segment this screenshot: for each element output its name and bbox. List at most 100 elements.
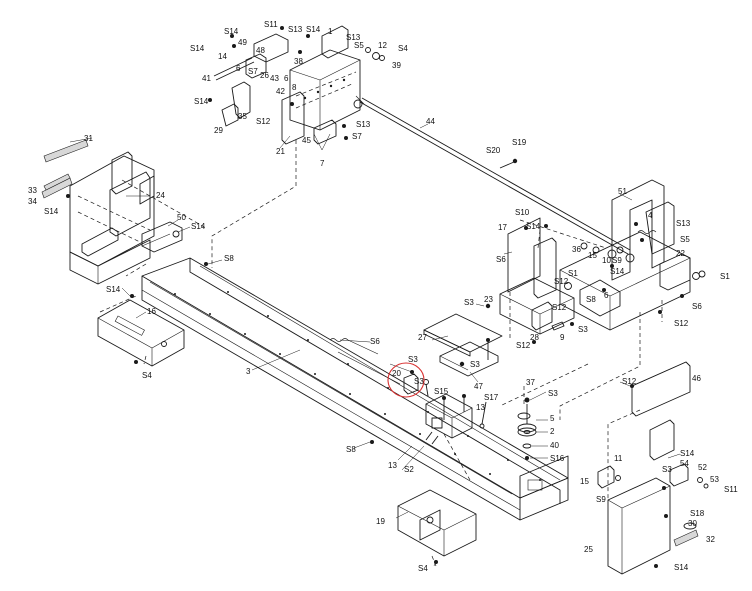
label-S6-r2: S6: [692, 302, 702, 311]
label-S14-t3: S14: [190, 44, 205, 53]
label-1-t: 1: [328, 27, 333, 36]
part-50-bracket: [141, 221, 183, 253]
label-S12-t: S12: [256, 117, 271, 126]
label-15-br: 15: [580, 477, 589, 486]
label-11: 11: [614, 454, 623, 463]
highlight-circle: [387, 362, 425, 398]
label-13b: 13: [388, 461, 397, 470]
label-S1a: S1: [568, 269, 578, 278]
label-S14-t1: S14: [224, 27, 239, 36]
label-28: 28: [530, 333, 539, 342]
callout-labels: 31 33 34 S14 24 50 S14 S8 S14 16 S4 3 S6…: [28, 20, 738, 573]
fastener-dots: [66, 26, 684, 564]
label-S3c: S3: [464, 298, 474, 307]
label-8-t: 8: [292, 83, 297, 92]
label-6-t1: 6: [236, 64, 241, 73]
label-S18: S18: [690, 509, 705, 518]
label-48: 48: [256, 46, 265, 55]
label-S14-mid: S14: [191, 222, 206, 231]
label-9: 9: [560, 333, 565, 342]
label-32: 32: [706, 535, 715, 544]
label-S3e: S3: [548, 389, 558, 398]
label-S14-br1: S14: [680, 449, 695, 458]
label-S12-br: S12: [622, 377, 637, 386]
label-25: 25: [584, 545, 593, 554]
label-27: 27: [418, 333, 427, 342]
label-S3-br: S3: [662, 465, 672, 474]
label-S11-br: S11: [724, 485, 738, 494]
label-S17: S17: [484, 393, 499, 402]
label-12-t: 12: [378, 41, 387, 50]
label-30: 30: [688, 519, 697, 528]
label-26: 26: [260, 71, 269, 80]
label-45: 45: [302, 136, 311, 145]
label-39: 39: [392, 61, 401, 70]
label-21: 21: [276, 147, 285, 156]
label-S14-left: S14: [44, 207, 59, 216]
label-54: 54: [680, 459, 689, 468]
label-33: 33: [28, 186, 37, 195]
label-17: 17: [498, 223, 507, 232]
label-40: 40: [550, 441, 559, 450]
label-37: 37: [526, 378, 535, 387]
label-S8b: S8: [346, 445, 356, 454]
label-7: 7: [320, 159, 325, 168]
label-S13-r: S13: [676, 219, 691, 228]
label-S5-r: S5: [680, 235, 690, 244]
label-34: 34: [28, 197, 37, 206]
label-S13-t3: S13: [356, 120, 371, 129]
label-S14-br2: S14: [674, 563, 689, 572]
part-16-bracket: [97, 299, 185, 367]
label-50: 50: [177, 213, 186, 222]
label-46: 46: [692, 374, 701, 383]
part-19-bracket: [397, 489, 477, 557]
label-S13-t1: S13: [288, 25, 303, 34]
label-22: 22: [676, 249, 685, 258]
label-44: 44: [426, 117, 435, 126]
label-S12-r4: S12: [674, 319, 689, 328]
label-S12-r1: S12: [554, 277, 569, 286]
label-S8-r: S8: [586, 295, 596, 304]
label-S16: S16: [550, 454, 565, 463]
left-side-frame: [69, 151, 155, 285]
label-3: 3: [246, 367, 251, 376]
label-S19: S19: [512, 138, 527, 147]
label-4-r: 4: [648, 211, 653, 220]
part-31-plate: [43, 139, 89, 163]
label-38: 38: [294, 57, 303, 66]
label-S2: S2: [404, 465, 414, 474]
label-S15: S15: [434, 387, 449, 396]
label-2: 2: [550, 427, 555, 436]
label-10: 10: [602, 256, 611, 265]
label-43: 43: [270, 74, 279, 83]
label-47: 47: [474, 382, 483, 391]
top-assembly: [213, 25, 385, 145]
label-S14-r2: S14: [610, 267, 625, 276]
label-53: 53: [710, 475, 719, 484]
label-42: 42: [276, 87, 285, 96]
label-S3a: S3: [408, 355, 418, 364]
label-S14-lower: S14: [106, 285, 121, 294]
label-S6-r: S6: [496, 255, 506, 264]
label-S11-t: S11: [264, 20, 278, 29]
label-S5-t: S5: [354, 41, 364, 50]
label-15-r: 15: [588, 251, 597, 260]
label-41: 41: [202, 74, 211, 83]
label-19: 19: [376, 517, 385, 526]
label-5a: 5: [550, 414, 555, 423]
label-29: 29: [214, 126, 223, 135]
label-13a: 13: [476, 403, 485, 412]
label-20: 20: [392, 369, 401, 378]
assembly-guide-lines: [99, 140, 663, 567]
label-6-t2: 6: [284, 74, 289, 83]
label-S1b: S1: [720, 272, 730, 281]
label-S8a: S8: [224, 254, 234, 263]
label-23: 23: [484, 295, 493, 304]
label-S14-t2: S14: [306, 25, 321, 34]
label-6-r: 6: [604, 291, 609, 300]
label-36: 36: [572, 245, 581, 254]
label-35: 35: [238, 112, 247, 121]
right-lower-assembly: [597, 361, 709, 575]
label-16: 16: [147, 307, 156, 316]
label-S4-t: S4: [398, 44, 408, 53]
